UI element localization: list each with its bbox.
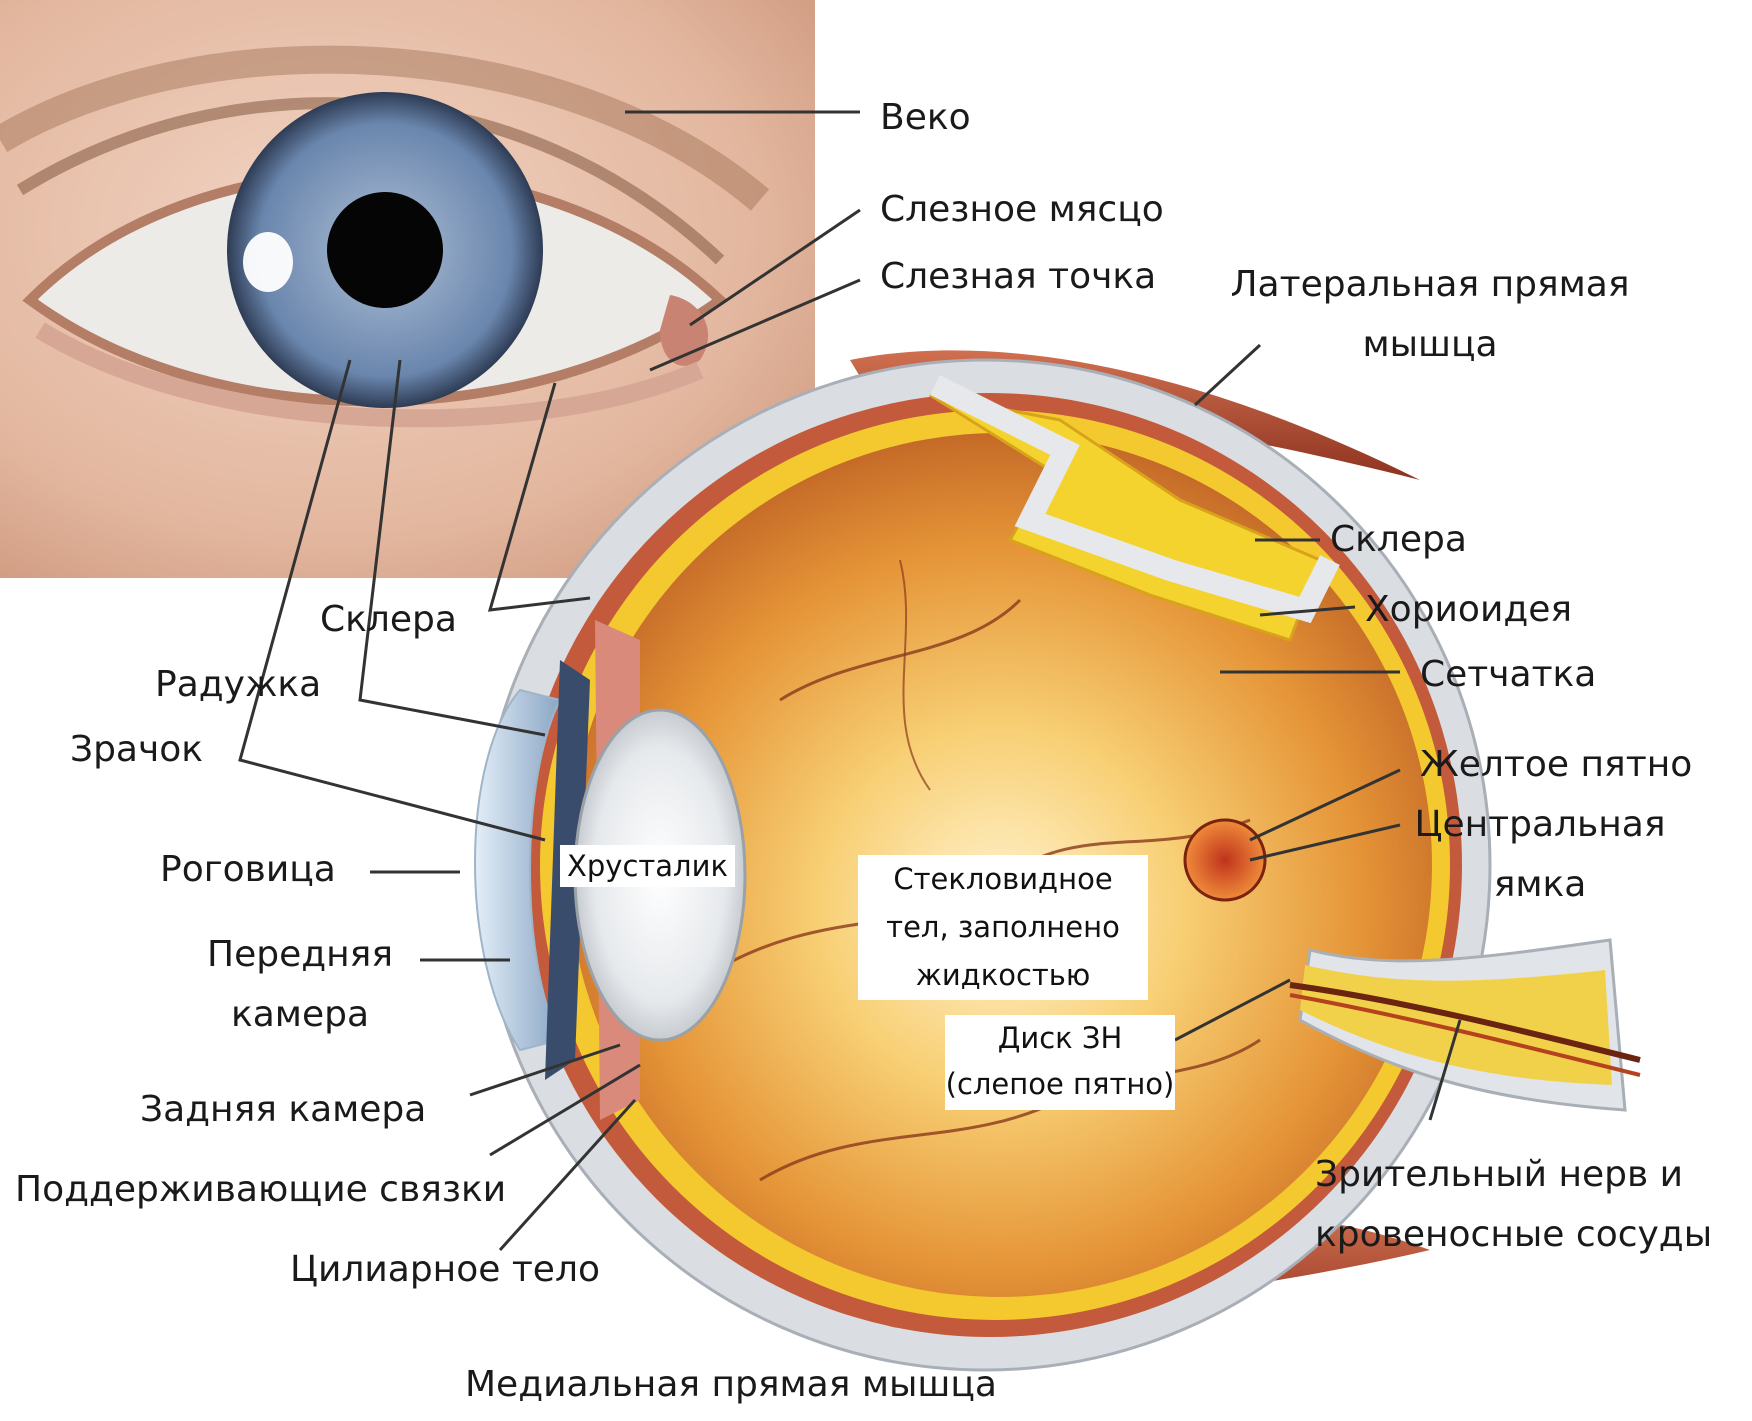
label-lens: Хрусталик bbox=[560, 845, 735, 887]
label-anterior-chamber-line2: камера bbox=[180, 985, 420, 1045]
label-fovea-line2: ямка bbox=[1400, 855, 1680, 915]
label-vitreous-line3: жидкостью bbox=[858, 951, 1148, 999]
label-iris: Радужка bbox=[155, 655, 321, 715]
label-posterior-chamber: Задняя камера bbox=[140, 1080, 426, 1140]
label-lateral-rectus-line2: мышца bbox=[1200, 315, 1660, 375]
label-retina: Сетчатка bbox=[1420, 645, 1596, 705]
label-fovea-line1: Центральная bbox=[1400, 795, 1680, 855]
label-anterior-chamber-line1: Передняя bbox=[180, 925, 420, 985]
label-macula: Желтое пятно bbox=[1420, 735, 1692, 795]
label-lacrimal-point: Слезная точка bbox=[880, 247, 1156, 307]
label-sclera-top: Склера bbox=[1330, 510, 1467, 570]
label-vitreous-line1: Стекловидное bbox=[858, 855, 1148, 903]
label-suspensory-ligaments: Поддерживающие связки bbox=[15, 1160, 506, 1220]
label-eyelid: Веко bbox=[880, 88, 971, 148]
label-cornea: Роговица bbox=[160, 840, 336, 900]
optic-disc-label-box: Диск ЗН (слепое пятно) bbox=[945, 1015, 1175, 1110]
label-choroid: Хориоидея bbox=[1365, 580, 1572, 640]
label-optic-disc-line2: (слепое пятно) bbox=[945, 1061, 1175, 1107]
label-vitreous-line2: тел, заполнено bbox=[858, 903, 1148, 951]
label-sclera-left: Склера bbox=[320, 590, 457, 650]
label-pupil: Зрачок bbox=[70, 720, 203, 780]
label-optic-disc-line1: Диск ЗН bbox=[945, 1015, 1175, 1061]
label-ciliary-body: Цилиарное тело bbox=[290, 1240, 600, 1300]
label-optic-nerve-line2: кровеносные сосуды bbox=[1315, 1205, 1712, 1265]
label-optic-nerve-line1: Зрительный нерв и bbox=[1315, 1145, 1683, 1205]
label-lacrimal-caruncle: Слезное мясцо bbox=[880, 180, 1164, 240]
vitreous-label-box: Стекловидное тел, заполнено жидкостью bbox=[858, 855, 1148, 1000]
label-medial-rectus: Медиальная прямая мышца bbox=[465, 1355, 997, 1415]
label-lateral-rectus-line1: Латеральная прямая bbox=[1200, 255, 1660, 315]
